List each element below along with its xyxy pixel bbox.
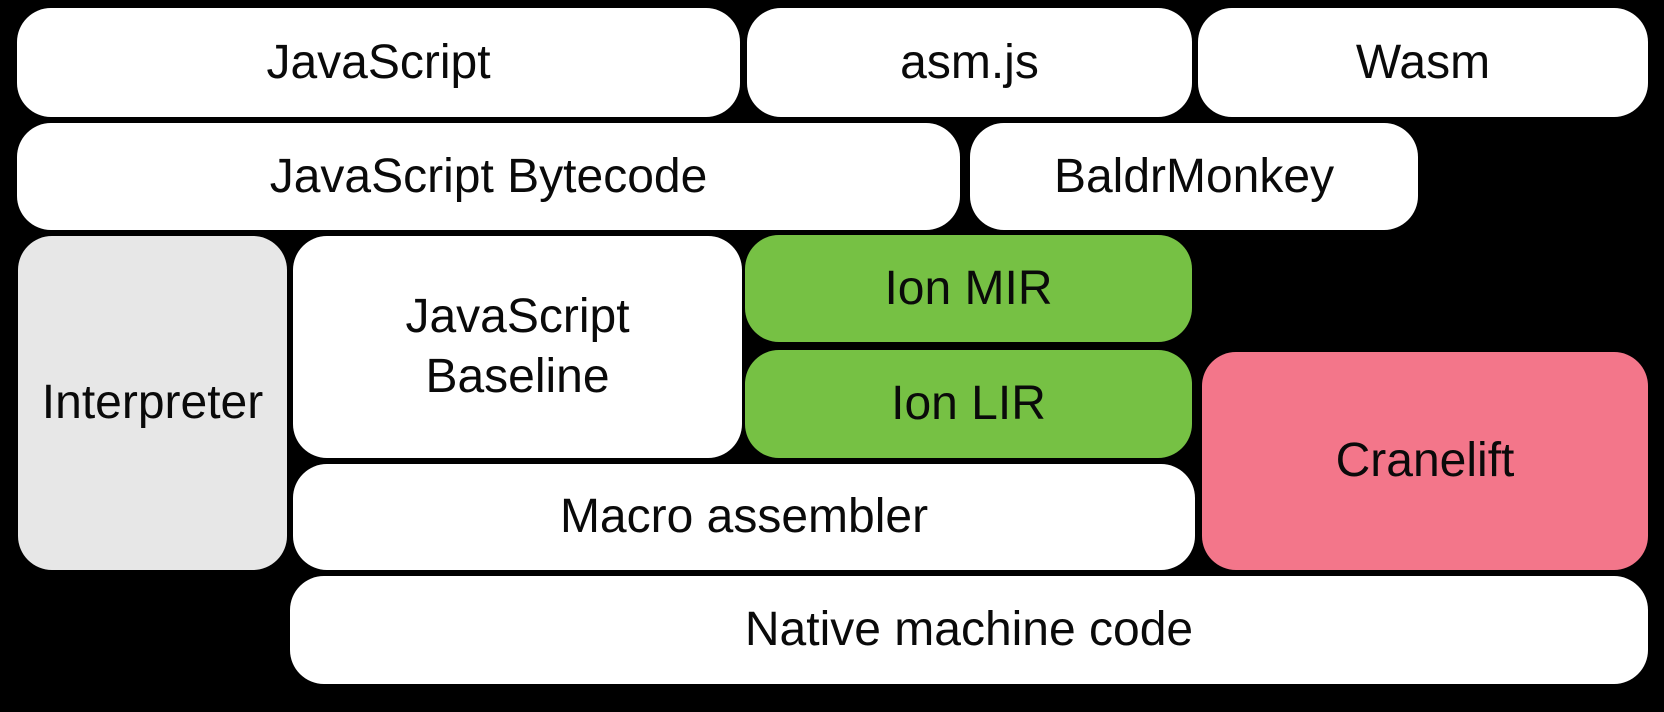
- box-macro-assembler-label: Macro assembler: [559, 490, 929, 543]
- box-ion-lir-label: Ion LIR: [891, 377, 1046, 430]
- box-javascript-bytecode-label: JavaScript Bytecode: [269, 149, 708, 203]
- box-baldrmonkey-label: BaldrMonkey: [1053, 149, 1335, 203]
- box-javascript-baseline-label: JavaScript Baseline: [405, 290, 630, 403]
- box-asm-js-label: asm.js: [900, 35, 1039, 89]
- box-asm-js: asm.js: [747, 8, 1192, 117]
- box-ion-mir-label: Ion MIR: [884, 261, 1053, 315]
- box-ion-mir: Ion MIR: [745, 235, 1192, 342]
- box-native-machine-code-label: Native machine code: [744, 603, 1194, 656]
- box-native-machine-code: Native machine code: [290, 576, 1648, 684]
- box-cranelift: Cranelift: [1202, 352, 1648, 570]
- box-interpreter-label: Interpreter: [41, 376, 264, 429]
- box-ion-lir: Ion LIR: [745, 350, 1192, 458]
- box-javascript-baseline: JavaScript Baseline: [293, 236, 742, 458]
- box-wasm: Wasm: [1198, 8, 1648, 117]
- box-wasm-label: Wasm: [1355, 35, 1491, 89]
- box-macro-assembler: Macro assembler: [293, 464, 1195, 570]
- box-baldrmonkey: BaldrMonkey: [970, 123, 1418, 230]
- box-cranelift-label: Cranelift: [1335, 434, 1515, 487]
- box-javascript: JavaScript: [17, 8, 740, 117]
- box-javascript-bytecode: JavaScript Bytecode: [17, 123, 960, 230]
- box-interpreter: Interpreter: [18, 236, 287, 570]
- box-javascript-label: JavaScript: [266, 35, 491, 89]
